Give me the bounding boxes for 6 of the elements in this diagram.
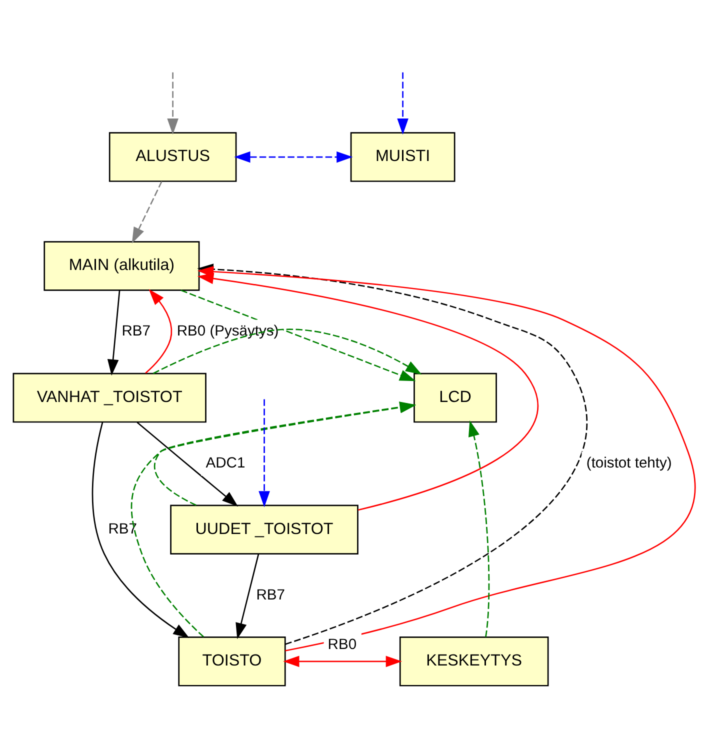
edge-label: RB7 (256, 587, 285, 604)
edge-label: RB7 (122, 324, 150, 340)
edge-label: (toistot tehty) (586, 455, 672, 472)
edge-label: RB0 (328, 637, 357, 654)
edge-label: RB7 (108, 521, 138, 538)
edge-label: ADC1 (206, 455, 246, 472)
